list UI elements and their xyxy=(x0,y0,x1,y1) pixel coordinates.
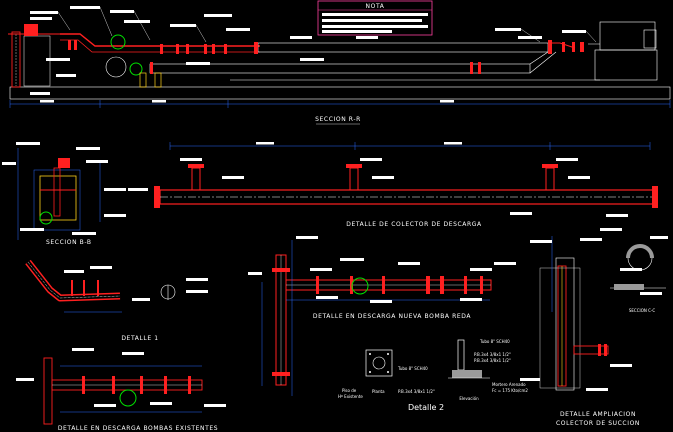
nota-title: NOTA xyxy=(366,3,385,10)
detail-highlight-circle xyxy=(129,62,143,76)
view-title-colector-descarga: DETALLE DE COLECTOR DE DESCARGA xyxy=(346,221,482,228)
end-flange xyxy=(154,186,160,208)
view-title-detalle-1: DETALLE 1 xyxy=(121,335,158,342)
view-title-descarga-nueva: DETALLE EN DESCARGA NUEVA BOMBA REDA xyxy=(313,313,472,320)
label-mortero-2: Fc = 175 Kto/cm2 xyxy=(492,388,528,393)
annotation-tags xyxy=(64,266,208,301)
view-title-ampliacion-1: DETALLE AMPLIACION xyxy=(560,411,636,418)
view-title-seccion-bb: SECCION B-B xyxy=(46,239,92,246)
vertical-riser xyxy=(43,357,53,425)
suction-branch xyxy=(573,345,609,355)
label-tubo-sch40-elev: Tubo 8" SCH40 xyxy=(479,339,510,344)
riser-pipe xyxy=(11,31,21,88)
nota-box: NOTA xyxy=(317,0,433,36)
grout-base xyxy=(452,370,482,378)
pump-circle xyxy=(105,56,127,78)
slab-outline xyxy=(9,86,671,100)
section-base xyxy=(614,284,644,290)
suction-elbow xyxy=(529,51,557,74)
vertical-pipe xyxy=(53,167,61,217)
tank-wall xyxy=(555,257,575,391)
leader-lines xyxy=(57,6,597,43)
detalle-2-view: Tubo 8" SCH40 Planta P.B.3x4 3/8x1 1/2" … xyxy=(338,339,528,412)
label-perno-elev-2: P.B.3x4 3/8x1 1/2" xyxy=(474,358,511,363)
view-title-seccion-cc: SECCION C-C xyxy=(629,308,655,313)
nota-text-line xyxy=(322,13,428,16)
end-flange xyxy=(652,186,658,208)
label-elevacion: Elevación xyxy=(459,396,479,401)
label-tubo-sch40-plan: Tubo 8" SCH40 xyxy=(397,366,428,371)
pump-motor-cap xyxy=(643,29,657,49)
colector-descarga-view: DETALLE DE COLECTOR DE DESCARGA xyxy=(128,142,658,228)
descarga-existentes-view: DETALLE EN DESCARGA BOMBAS EXISTENTES xyxy=(16,348,226,432)
annotation-tags xyxy=(16,348,226,407)
suction-elbow xyxy=(529,51,549,65)
label-piso-1: Piso de xyxy=(342,388,357,393)
pipe-support xyxy=(154,72,162,88)
detalle-1-view: DETALLE 1 xyxy=(25,259,208,342)
pump-motor xyxy=(599,21,656,51)
dimension-ticks xyxy=(9,100,671,108)
detail-highlight-circle xyxy=(119,389,137,407)
flange-set xyxy=(68,40,584,74)
riser-flange xyxy=(272,268,290,272)
detail-highlight-circle xyxy=(110,34,126,50)
frame-outline xyxy=(33,169,81,231)
nota-text-line xyxy=(322,25,428,28)
view-title-descarga-existentes: DETALLE EN DESCARGA BOMBAS EXISTENTES xyxy=(58,425,218,432)
seccion-cc-view: SECCION C-C DETALLE AMPLIACION COLECTOR … xyxy=(520,228,668,427)
label-planta: Planta xyxy=(372,389,385,394)
dim-text xyxy=(444,142,462,145)
label-perno-plan: P.B.3x4 3/8x1 1/2" xyxy=(398,389,435,394)
valve-red xyxy=(24,24,38,36)
outer-frame xyxy=(539,267,581,389)
dim-text xyxy=(440,100,454,103)
seccion-bb-view: SECCION B-B xyxy=(2,142,126,246)
label-piso-2: Hº Existente xyxy=(338,394,363,399)
descarga-nueva-view: DETALLE EN DESCARGA NUEVA BOMBA REDA xyxy=(248,236,516,396)
base-plate-plan xyxy=(365,349,393,377)
pump-frame xyxy=(39,175,77,221)
dim-text xyxy=(152,100,166,103)
view-title-seccion-rr: SECCION R-R xyxy=(315,116,361,123)
dim-text xyxy=(256,142,274,145)
dim-text xyxy=(40,100,54,103)
valve-red xyxy=(58,158,70,168)
annotation-tags xyxy=(30,6,586,95)
annotation-tags xyxy=(2,142,126,235)
detail-highlight-circle xyxy=(351,277,369,295)
nota-text-line xyxy=(322,19,422,22)
label-perno-elev-1: P.B.3x4 3/8x1 1/2" xyxy=(474,352,511,357)
seccion-rr-view: SECCION R-R xyxy=(8,6,671,125)
nota-text-line xyxy=(322,30,392,33)
label-mortero-1: Mortero Arenado xyxy=(492,382,526,387)
view-title-detalle-2: Detalle 2 xyxy=(408,403,444,412)
riser-flange xyxy=(272,372,290,376)
detail-highlight-circle xyxy=(39,211,53,225)
annotation-tags xyxy=(520,228,668,391)
annotation-tags xyxy=(248,236,516,303)
pipe-support xyxy=(139,72,147,88)
view-title-ampliacion-2: COLECTOR DE SUCCION xyxy=(556,420,640,427)
annotation-tags xyxy=(128,158,628,217)
